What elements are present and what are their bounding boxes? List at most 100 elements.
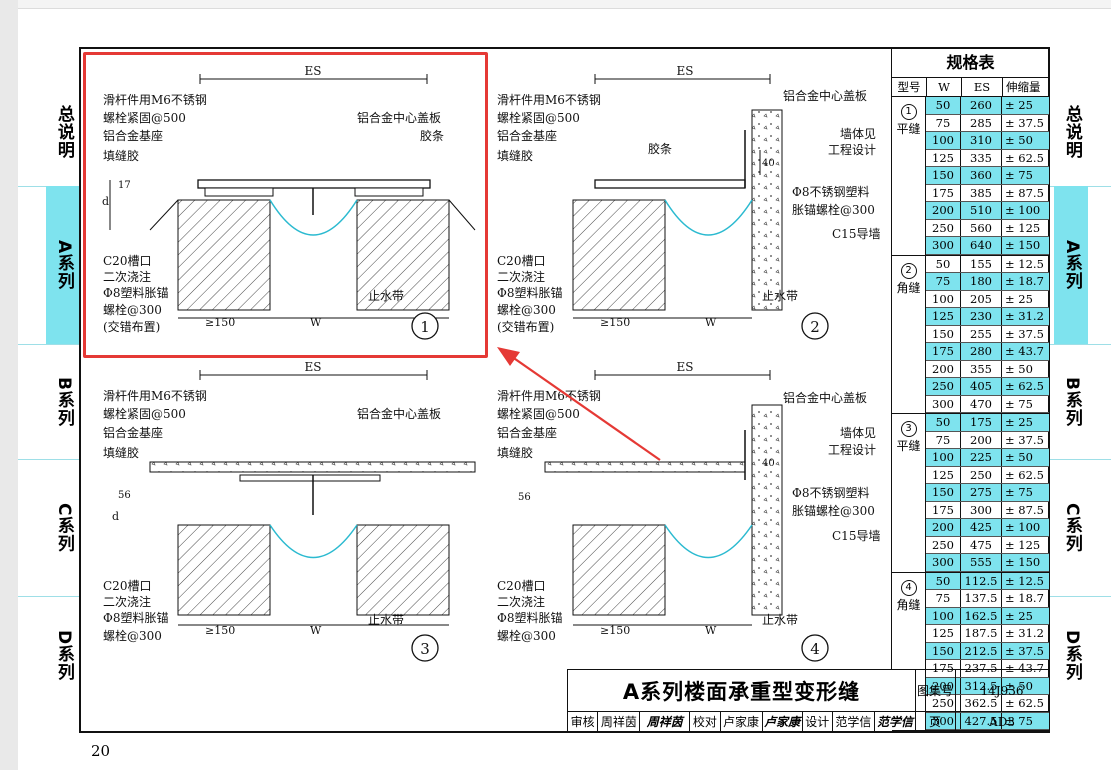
es-cell: 255: [961, 325, 1002, 342]
title-block: A系列楼面承重型变形缝 图集号 14J936 页 AD3 审核 周祥茵 周祥茵 …: [567, 669, 1049, 732]
svg-text:Φ8塑料胀锚: Φ8塑料胀锚: [103, 285, 168, 300]
range-cell: ± 150: [1002, 237, 1049, 254]
w-cell: 75: [926, 431, 961, 448]
svg-text:墙体见: 墙体见: [840, 426, 876, 440]
w-cell: 150: [926, 167, 961, 184]
svg-text:W: W: [310, 624, 322, 637]
detail-2: ES 40 ≥150 W 2: [572, 64, 829, 340]
section-tab[interactable]: A系列: [46, 186, 80, 344]
detail-1-labels: 滑杆件用M6不锈钢 螺栓紧固@500 铝合金基座 填缝胶 铝合金中心盖板 胶条 …: [103, 93, 444, 334]
es-cell: 250: [961, 466, 1002, 483]
svg-text:止水带: 止水带: [368, 289, 404, 303]
section-tab[interactable]: C系列: [1061, 502, 1082, 553]
range-cell: ± 37.5: [1005, 432, 1044, 447]
svg-text:滑杆件用M6不锈钢: 滑杆件用M6不锈钢: [497, 93, 601, 107]
range-cell: ± 50: [1005, 361, 1033, 376]
water-stop: [269, 199, 358, 236]
svg-text:(交错布置): (交错布置): [497, 319, 554, 334]
type-number: 2: [900, 262, 917, 279]
svg-text:胶条: 胶条: [648, 141, 672, 156]
range-cell: ± 75: [1002, 167, 1049, 184]
section-tab[interactable]: 总说明: [53, 105, 74, 159]
svg-text:填缝胶: 填缝胶: [103, 148, 139, 163]
svg-text:铝合金中心盖板: 铝合金中心盖板: [783, 88, 867, 103]
w-cell: 250: [926, 695, 961, 712]
svg-text:填缝胶: 填缝胶: [497, 445, 533, 460]
section-tab[interactable]: B系列: [53, 376, 74, 427]
es-cell: 310: [961, 132, 1002, 149]
signature: 卢家康: [763, 711, 803, 732]
svg-text:Φ8不锈钢塑料: Φ8不锈钢塑料: [792, 485, 869, 500]
range-cell: ± 75: [1002, 484, 1049, 501]
es-cell: 362.5: [961, 695, 1002, 712]
w-cell: 250: [926, 219, 961, 236]
svg-text:工程设计: 工程设计: [828, 142, 876, 157]
range-cell: ± 18.7: [1002, 273, 1049, 290]
svg-text:C20槽口: C20槽口: [103, 254, 151, 268]
range-cell: ± 37.5: [1005, 326, 1044, 341]
svg-text:Φ8塑料胀锚: Φ8塑料胀锚: [497, 610, 562, 625]
section-tab[interactable]: 总说明: [1061, 105, 1082, 159]
es-cell: 555: [961, 554, 1002, 571]
drawing-title: A系列楼面承重型变形缝: [568, 670, 916, 712]
detail-3: ES d 56 ≥150 W 3: [112, 360, 476, 662]
range-cell: ± 62.5: [1005, 467, 1044, 482]
range-cell: ± 50: [1002, 132, 1049, 149]
section-tab[interactable]: B系列: [1061, 376, 1082, 427]
es-cell: 427.5: [961, 712, 1002, 729]
w-cell: 175: [926, 343, 961, 360]
svg-text:(交错布置): (交错布置): [103, 319, 160, 334]
section-tab[interactable]: A系列: [1054, 186, 1088, 344]
svg-text:3: 3: [420, 640, 430, 658]
svg-text:≥150: ≥150: [600, 316, 630, 329]
es-cell: 175: [961, 414, 1002, 431]
es-cell: 312.5: [961, 677, 1002, 694]
range-cell: ± 125: [1005, 537, 1041, 552]
svg-text:W: W: [705, 624, 717, 637]
range-cell: ± 25: [1002, 97, 1049, 114]
highlight-box: [83, 52, 488, 358]
svg-text:4: 4: [810, 640, 820, 658]
detail-1: ES d 17 ≥150 W 1: [102, 64, 476, 340]
w-cell: 300: [926, 237, 961, 254]
svg-text:螺栓紧固@500: 螺栓紧固@500: [103, 406, 186, 421]
svg-text:C15导墙: C15导墙: [832, 529, 880, 543]
es-cell: 640: [961, 237, 1002, 254]
range-cell: ± 75: [1002, 712, 1049, 729]
svg-text:≥150: ≥150: [205, 316, 235, 329]
es-cell: 230: [961, 308, 1002, 325]
type-kind: 平缝: [896, 439, 921, 453]
w-cell: 150: [926, 642, 961, 659]
spec-table-header: 型号 W ES 伸缩量: [892, 78, 1049, 97]
section-tab[interactable]: D系列: [53, 630, 74, 682]
svg-text:40: 40: [762, 458, 775, 469]
w-cell: 50: [926, 255, 961, 272]
svg-text:W: W: [705, 316, 717, 329]
svg-text:ES: ES: [305, 360, 322, 374]
w-cell: 200: [926, 519, 961, 536]
range-cell: ± 43.7: [1005, 661, 1044, 675]
w-cell: 250: [926, 536, 961, 553]
es-cell: 137.5: [961, 590, 1002, 607]
range-cell: ± 25: [1005, 291, 1033, 306]
svg-text:Φ8塑料胀锚: Φ8塑料胀锚: [103, 610, 168, 625]
section-tab[interactable]: C系列: [53, 502, 74, 553]
w-cell: 125: [926, 149, 961, 166]
section-tab[interactable]: D系列: [1061, 630, 1082, 682]
svg-text:填缝胶: 填缝胶: [497, 148, 533, 163]
